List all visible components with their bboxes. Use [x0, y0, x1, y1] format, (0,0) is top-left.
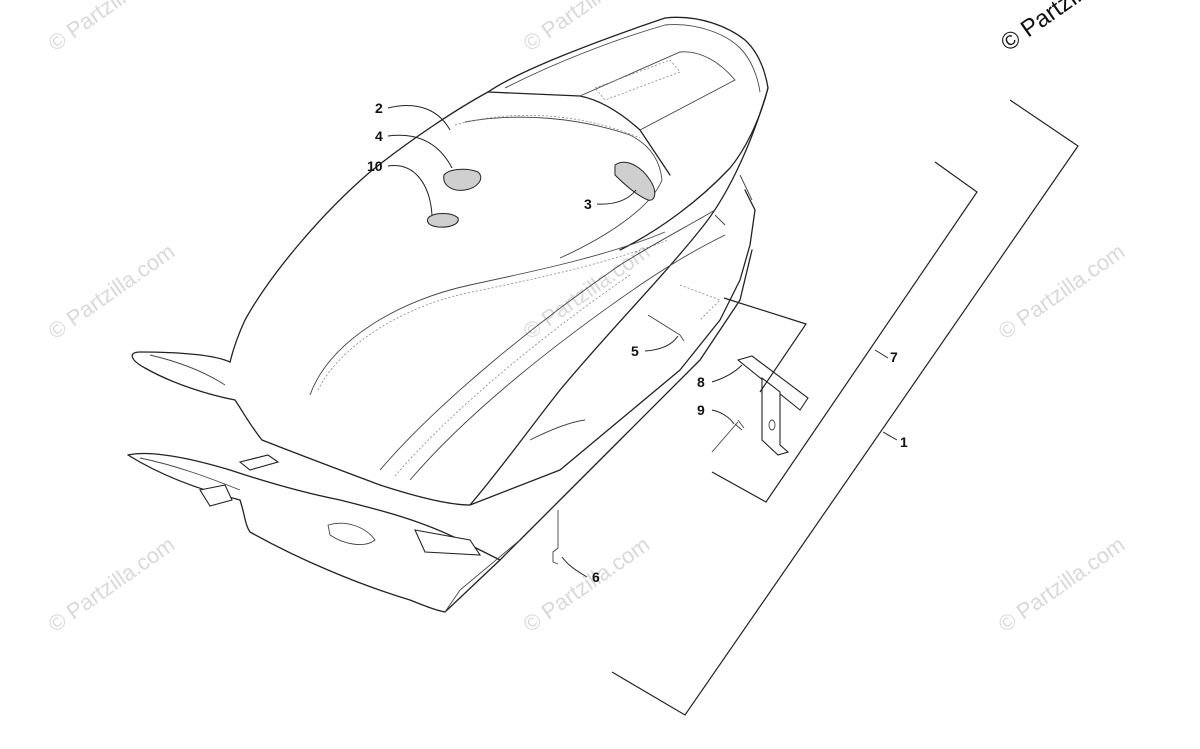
leader-9	[711, 409, 735, 425]
seat-logo-area	[594, 59, 681, 101]
seat-side-fold-2	[409, 234, 726, 481]
leader-8	[711, 364, 743, 383]
clip-part-6	[552, 510, 559, 565]
seat-rear-panel	[579, 51, 736, 131]
strap-part-3	[614, 161, 656, 201]
seat-base-ridge	[444, 539, 521, 613]
seat-tab	[238, 454, 280, 471]
seat-left-fin-inner	[149, 354, 226, 386]
pin-part-5	[647, 314, 685, 342]
callout-label: 9	[697, 402, 705, 418]
seat-top-outline	[229, 91, 489, 363]
seat-rear-top	[487, 16, 769, 251]
callout-labels: 2 4 10 3 5 6 7 1 8 9	[367, 100, 908, 585]
callout-label: 3	[584, 196, 592, 212]
callout-label: 2	[375, 100, 383, 116]
leader-lines	[387, 104, 898, 578]
leader-2	[387, 104, 451, 131]
watermark: © Partzilla.com	[519, 532, 655, 638]
patch-part-4	[443, 168, 482, 191]
seat-base-front	[127, 454, 501, 613]
leader-1	[882, 431, 898, 441]
seat-stitch-line	[454, 114, 641, 139]
callout-label: 5	[631, 343, 639, 359]
seat-bottom-curve	[529, 419, 586, 441]
leader-4	[387, 134, 453, 169]
watermark: © Partzilla.com	[44, 532, 180, 638]
seat-top-seam	[464, 116, 663, 259]
seat-mid-stitch	[317, 239, 669, 391]
seat-base-inner	[139, 457, 241, 491]
bracket-hole	[768, 419, 776, 431]
small-parts	[427, 161, 809, 565]
seat-side-fold-1	[379, 209, 716, 471]
watermark: © Partzilla.com	[44, 239, 180, 345]
seat-side-stitch	[394, 274, 631, 477]
watermark: © Partzilla.com	[519, 239, 655, 345]
leader-10	[387, 165, 433, 216]
bracket-group-subbox	[723, 297, 807, 393]
callout-label: 1	[900, 434, 908, 450]
seat-assembly	[127, 16, 769, 613]
leader-7	[874, 349, 889, 359]
seat-grip-shape	[327, 522, 376, 546]
callout-label: 6	[592, 569, 600, 585]
copyright-text: © Partzilla.com	[996, 0, 1144, 57]
callout-label: 4	[375, 128, 383, 144]
callout-label: 8	[697, 374, 705, 390]
patch-part-10	[427, 213, 459, 228]
bracket-part-8-leg	[761, 376, 790, 456]
seat-mid-panel	[309, 231, 666, 396]
leader-5	[644, 335, 679, 352]
seat-hidden-line	[679, 284, 721, 321]
watermark: © Partzilla.com	[994, 239, 1130, 345]
rivet-part-9	[711, 419, 745, 453]
seat-left-fin	[131, 351, 263, 441]
bracket-group-1	[611, 99, 1079, 716]
watermark-layer: © Partzilla.com © Partzilla.com © Partzi…	[44, 0, 1130, 637]
seat-side-right	[469, 87, 769, 506]
seat-latch-right	[414, 529, 482, 556]
seat-base-pan	[261, 189, 756, 506]
seat-rail	[714, 174, 753, 226]
leader-3	[596, 189, 637, 205]
watermark: © Partzilla.com	[994, 532, 1130, 638]
seat-latch-left	[199, 484, 233, 507]
group-brackets	[611, 99, 1079, 716]
seat-rear-seam	[504, 24, 761, 93]
seat-rear-cap	[487, 91, 671, 176]
callout-label: 10	[367, 158, 383, 174]
callout-label: 7	[890, 349, 898, 365]
bracket-group-7	[711, 161, 978, 503]
watermark: © Partzilla.com	[44, 0, 180, 56]
seat-base-bottom	[127, 249, 753, 561]
leader-6	[561, 556, 588, 578]
